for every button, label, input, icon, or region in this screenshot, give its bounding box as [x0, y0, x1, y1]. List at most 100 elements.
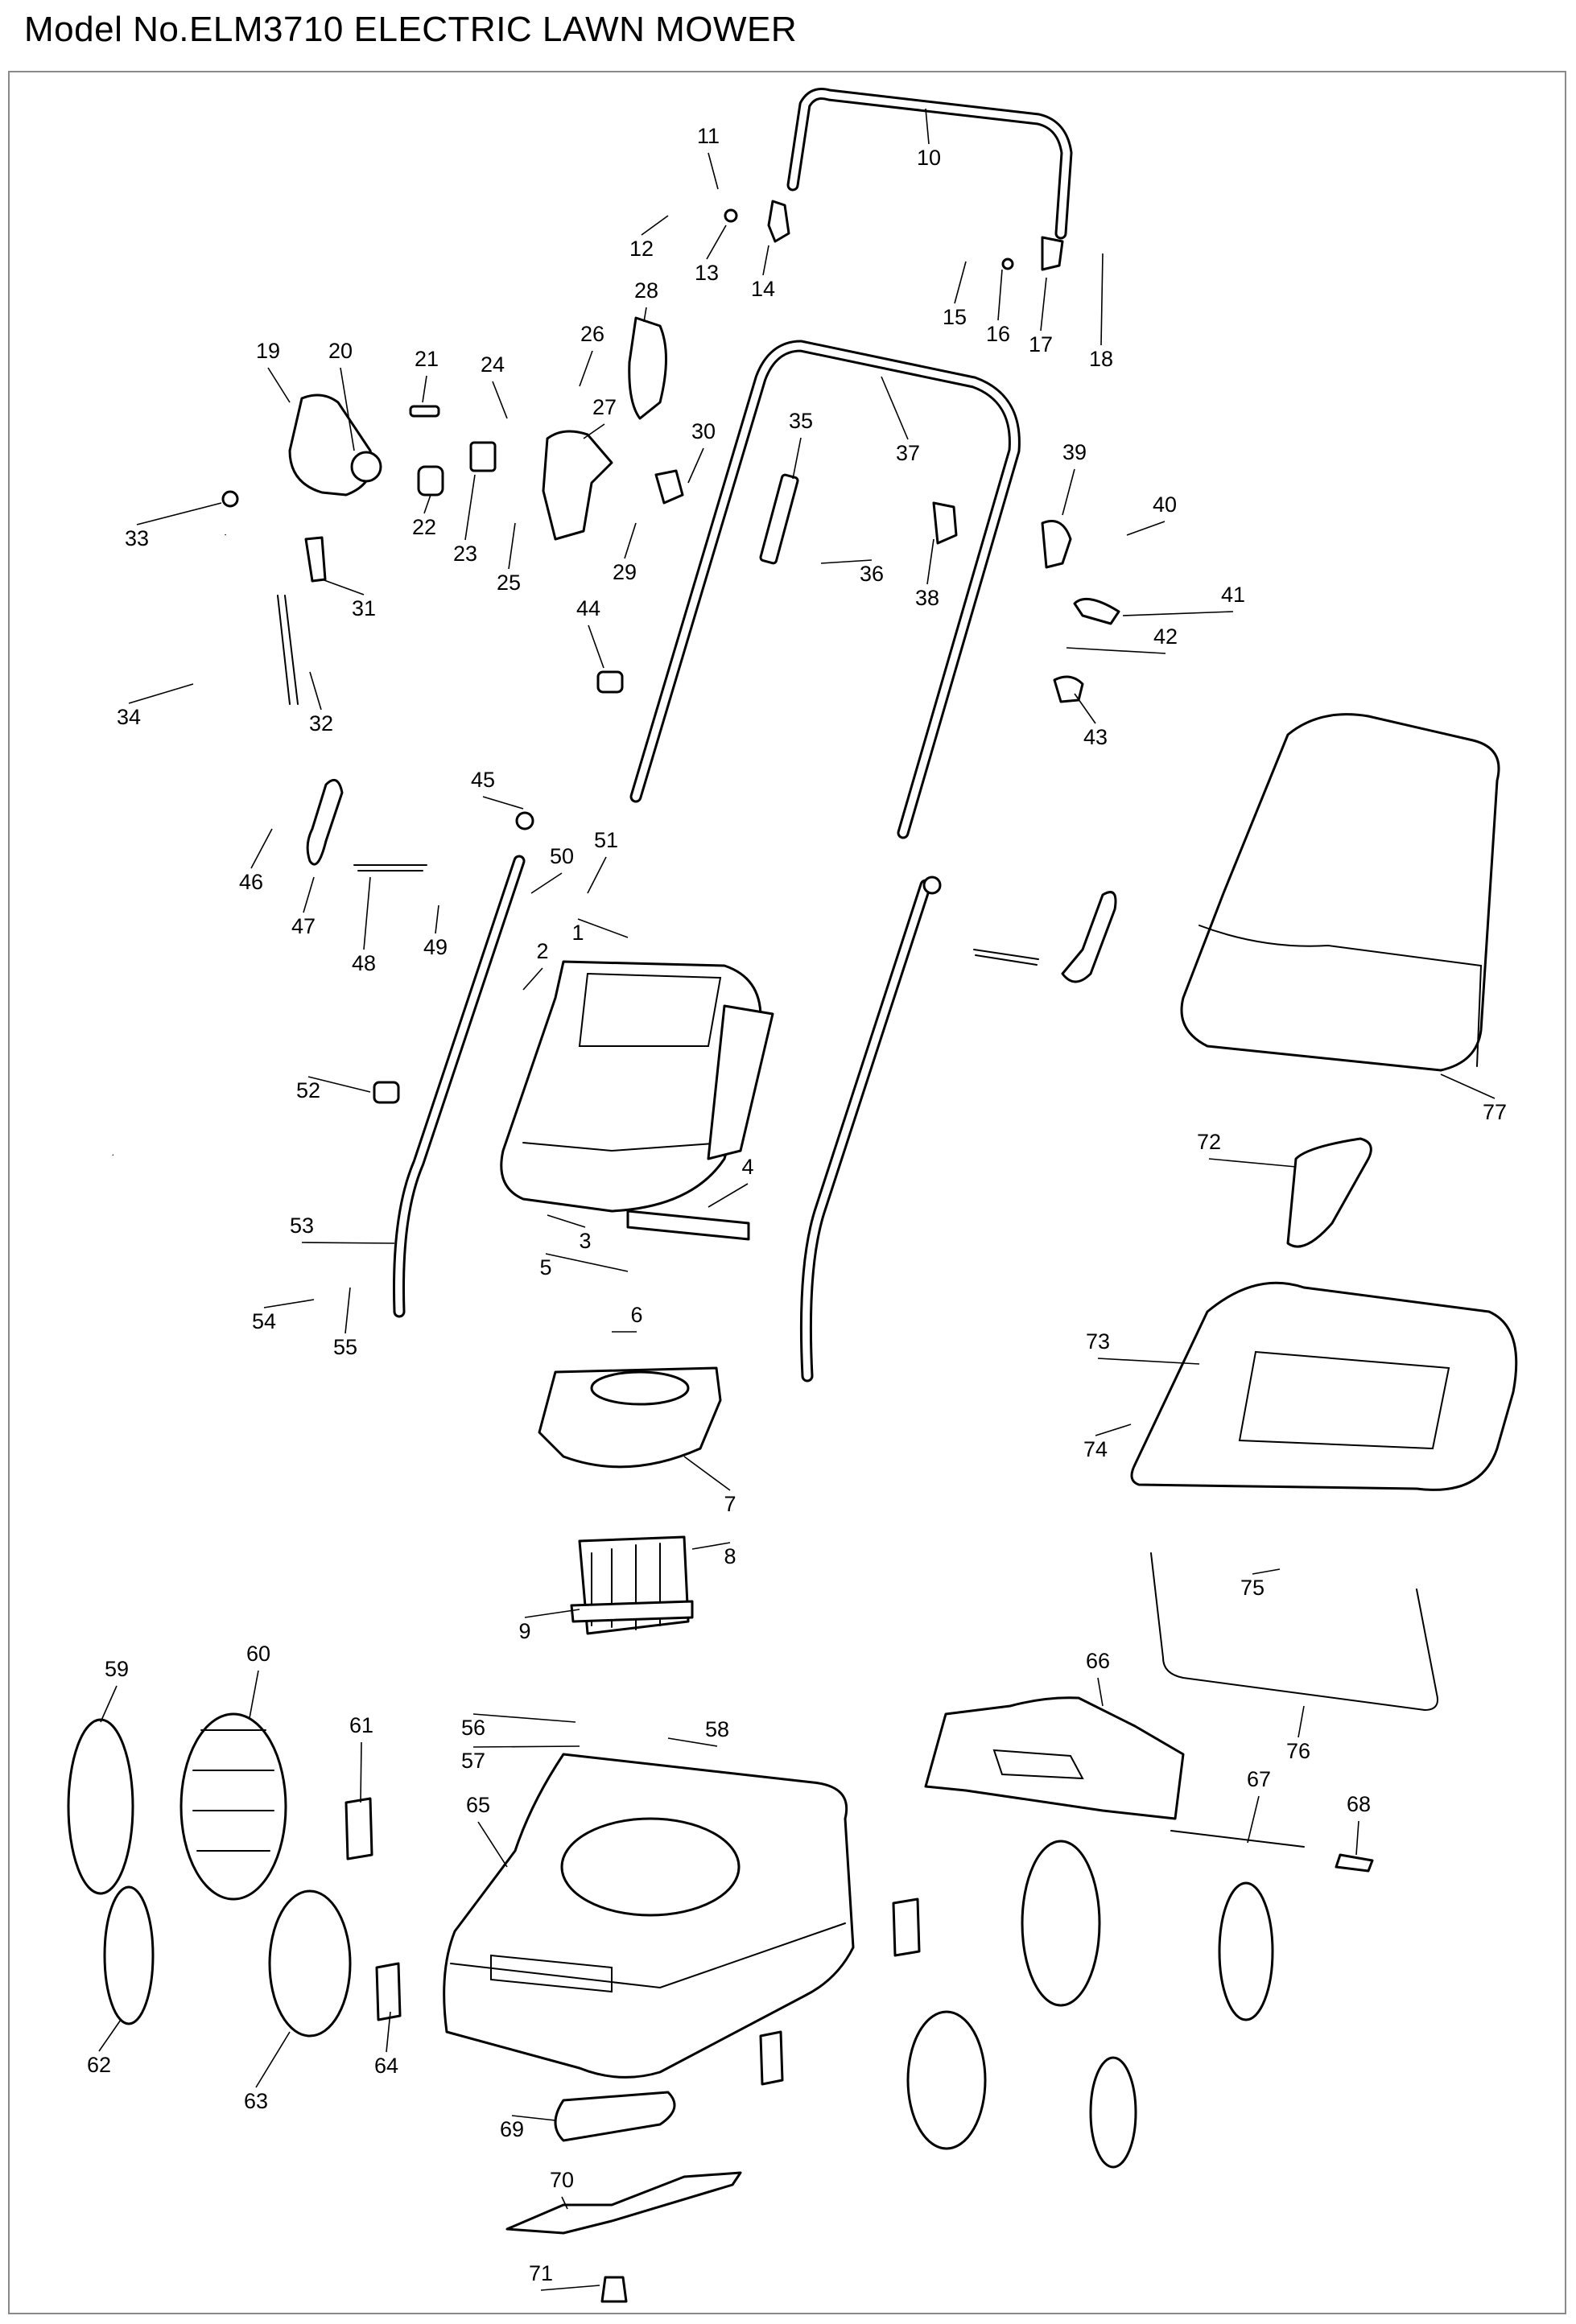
- callout-3: 3: [579, 1229, 591, 1253]
- leader-line-37: [881, 376, 909, 440]
- callout-40: 40: [1153, 492, 1177, 517]
- leader-line-14: [762, 245, 769, 276]
- leader-line-62: [98, 2019, 122, 2052]
- callout-43: 43: [1083, 725, 1108, 749]
- callout-51: 51: [594, 828, 618, 852]
- callout-16: 16: [986, 322, 1010, 346]
- leader-line-75: [1252, 1568, 1281, 1575]
- leader-line-8: [691, 1542, 731, 1550]
- callout-74: 74: [1083, 1437, 1108, 1461]
- callout-20: 20: [328, 339, 353, 363]
- callout-68: 68: [1347, 1792, 1371, 1816]
- callout-19: 19: [256, 339, 280, 363]
- leader-line-18: [1100, 253, 1104, 346]
- leader-line-60: [249, 1670, 259, 1719]
- callout-44: 44: [576, 596, 600, 620]
- leader-line-39: [1062, 468, 1075, 516]
- callout-46: 46: [239, 870, 263, 894]
- callout-32: 32: [309, 711, 333, 736]
- leader-line-55: [344, 1287, 351, 1334]
- callout-33: 33: [125, 526, 149, 550]
- callout-26: 26: [580, 322, 604, 346]
- leader-line-74: [1095, 1424, 1132, 1436]
- callout-62: 62: [87, 2053, 111, 2077]
- leader-line-70: [561, 2196, 568, 2210]
- callout-23: 23: [453, 542, 477, 566]
- leader-line-58: [667, 1737, 718, 1747]
- callout-70: 70: [550, 2168, 574, 2192]
- leader-line-57: [472, 1745, 580, 1748]
- callout-15: 15: [943, 305, 967, 329]
- leader-line-68: [1355, 1820, 1359, 1856]
- leader-line-63: [255, 2031, 291, 2088]
- leader-line-21: [422, 375, 427, 403]
- callout-35: 35: [789, 409, 813, 433]
- leader-line-69: [511, 2115, 556, 2121]
- leader-line-73: [1097, 1358, 1200, 1365]
- callout-38: 38: [915, 586, 939, 610]
- leader-line-44: [588, 624, 604, 669]
- leader-line-4: [708, 1183, 749, 1208]
- leader-line-7: [683, 1456, 731, 1491]
- leader-line-20: [340, 367, 355, 451]
- leader-line-59: [100, 1685, 118, 1723]
- callout-50: 50: [550, 844, 574, 868]
- callout-28: 28: [634, 278, 658, 303]
- leader-line-38: [926, 538, 934, 585]
- leader-line-2: [522, 967, 543, 991]
- leader-line-22: [423, 494, 431, 514]
- callout-42: 42: [1153, 624, 1178, 649]
- callout-57: 57: [461, 1749, 485, 1773]
- leader-line-65: [477, 1821, 508, 1868]
- leader-line-40: [1126, 521, 1165, 536]
- leader-line-24: [492, 381, 508, 419]
- callout-48: 48: [352, 951, 376, 975]
- leader-line-77: [1440, 1073, 1496, 1099]
- leader-line-19: [267, 367, 291, 403]
- leader-line-53: [301, 1242, 395, 1244]
- callout-64: 64: [374, 2054, 398, 2078]
- callout-37: 37: [896, 441, 920, 465]
- callout-47: 47: [291, 914, 316, 938]
- callout-54: 54: [252, 1309, 276, 1333]
- callout-56: 56: [461, 1716, 485, 1740]
- leader-line-52: [307, 1076, 371, 1093]
- callout-18: 18: [1089, 347, 1113, 371]
- leader-line-56: [472, 1713, 576, 1723]
- callout-63: 63: [244, 2089, 268, 2113]
- callout-58: 58: [705, 1717, 729, 1741]
- leader-line-28: [643, 307, 647, 323]
- callout-60: 60: [246, 1642, 270, 1666]
- leader-line-9: [524, 1609, 580, 1618]
- leader-line-71: [540, 2285, 600, 2291]
- callout-65: 65: [466, 1793, 490, 1817]
- leader-line-66: [1097, 1677, 1104, 1707]
- leader-line-54: [263, 1299, 315, 1308]
- leader-line-3: [547, 1214, 586, 1228]
- leader-line-36: [820, 559, 873, 564]
- callout-75: 75: [1240, 1576, 1265, 1600]
- callout-73: 73: [1086, 1329, 1110, 1354]
- leader-line-72: [1208, 1158, 1297, 1168]
- callout-45: 45: [471, 768, 495, 792]
- callout-7: 7: [724, 1492, 736, 1516]
- leader-line-17: [1040, 277, 1047, 332]
- leader-line-29: [624, 522, 637, 559]
- leader-line-76: [1298, 1705, 1305, 1738]
- callout-25: 25: [497, 571, 521, 595]
- callout-67: 67: [1247, 1767, 1271, 1791]
- leader-line-43: [1074, 693, 1096, 724]
- leader-line-15: [954, 261, 967, 304]
- leader-line-49: [435, 904, 439, 934]
- callout-24: 24: [481, 352, 505, 377]
- callout-27: 27: [592, 395, 617, 419]
- leader-line-47: [303, 876, 315, 913]
- callout-13: 13: [695, 261, 719, 285]
- callout-36: 36: [860, 562, 884, 586]
- leader-line-32: [309, 671, 322, 711]
- callout-30: 30: [691, 419, 716, 443]
- leader-line-41: [1122, 611, 1234, 616]
- leader-line-23: [464, 474, 476, 541]
